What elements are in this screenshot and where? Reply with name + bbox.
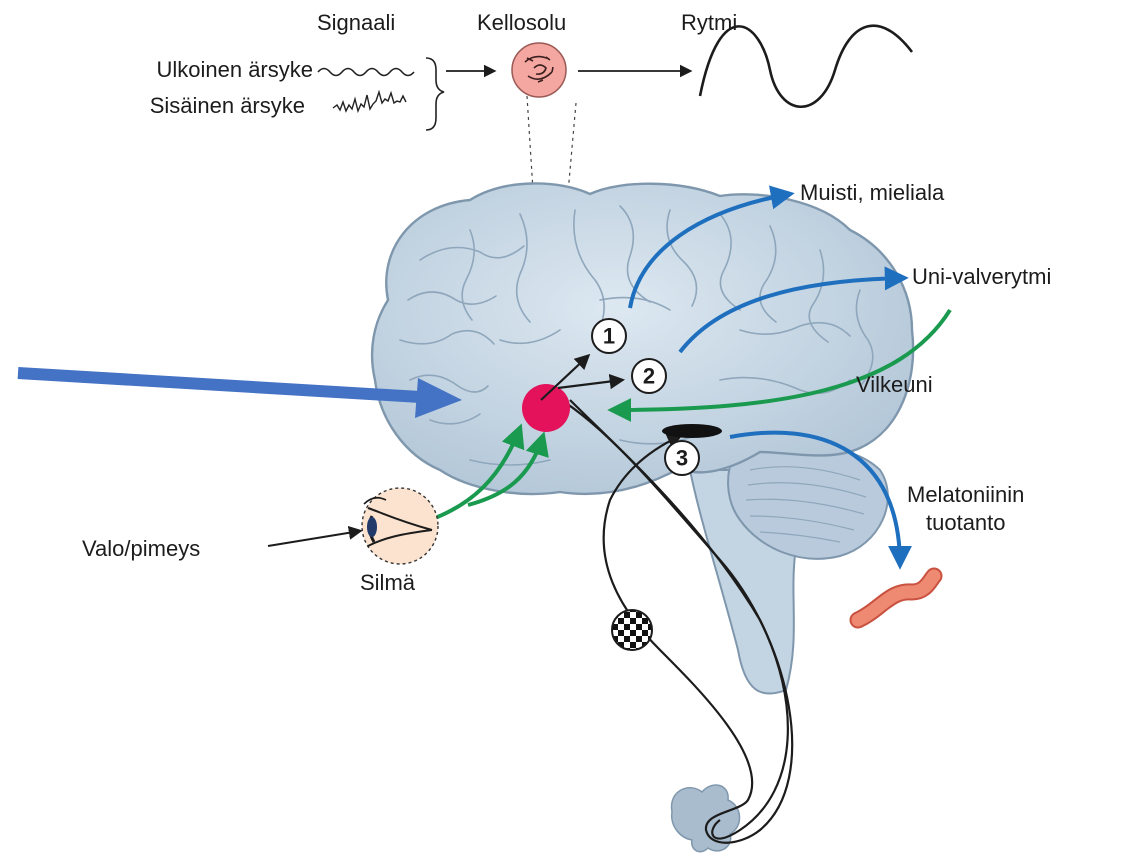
eye-icon <box>362 488 438 564</box>
vagus-label: Vilkeuni <box>856 372 933 397</box>
melatonin-label-line2: tuotanto <box>926 510 1006 535</box>
memory-mood-label: Muisti, mieliala <box>800 180 945 205</box>
sleep-wake-label: Uni-valverytmi <box>912 264 1051 289</box>
internal-stimulus-label: Sisäinen ärsyke <box>150 93 305 118</box>
light-input-arrow <box>268 531 360 546</box>
marker-2-label: 2 <box>643 364 655 389</box>
marker-2: 2 <box>632 359 666 393</box>
brain-cerebrum <box>372 183 913 493</box>
external-signal-wave <box>318 69 414 76</box>
marker-1-label: 1 <box>603 324 615 349</box>
eye-label: Silmä <box>360 570 416 595</box>
superior-cervical-ganglion-icon <box>612 610 652 650</box>
signal-title: Signaali <box>317 10 395 35</box>
clock-cell-title: Kellosolu <box>477 10 566 35</box>
rhythm-wave <box>700 26 912 107</box>
clock-cell-icon <box>512 43 566 97</box>
pineal-gland <box>662 424 722 438</box>
marker-1: 1 <box>592 319 626 353</box>
marker-3: 3 <box>665 441 699 475</box>
signal-brace <box>426 58 444 130</box>
melatonin-label-line1: Melatoniinin <box>907 482 1024 507</box>
external-stimulus-label: Ulkoinen ärsyke <box>156 57 313 82</box>
internal-signal-trace <box>333 92 406 111</box>
marker-3-label: 3 <box>676 446 688 471</box>
light-dark-label: Valo/pimeys <box>82 536 200 561</box>
suprachiasmatic-nucleus <box>522 384 570 432</box>
